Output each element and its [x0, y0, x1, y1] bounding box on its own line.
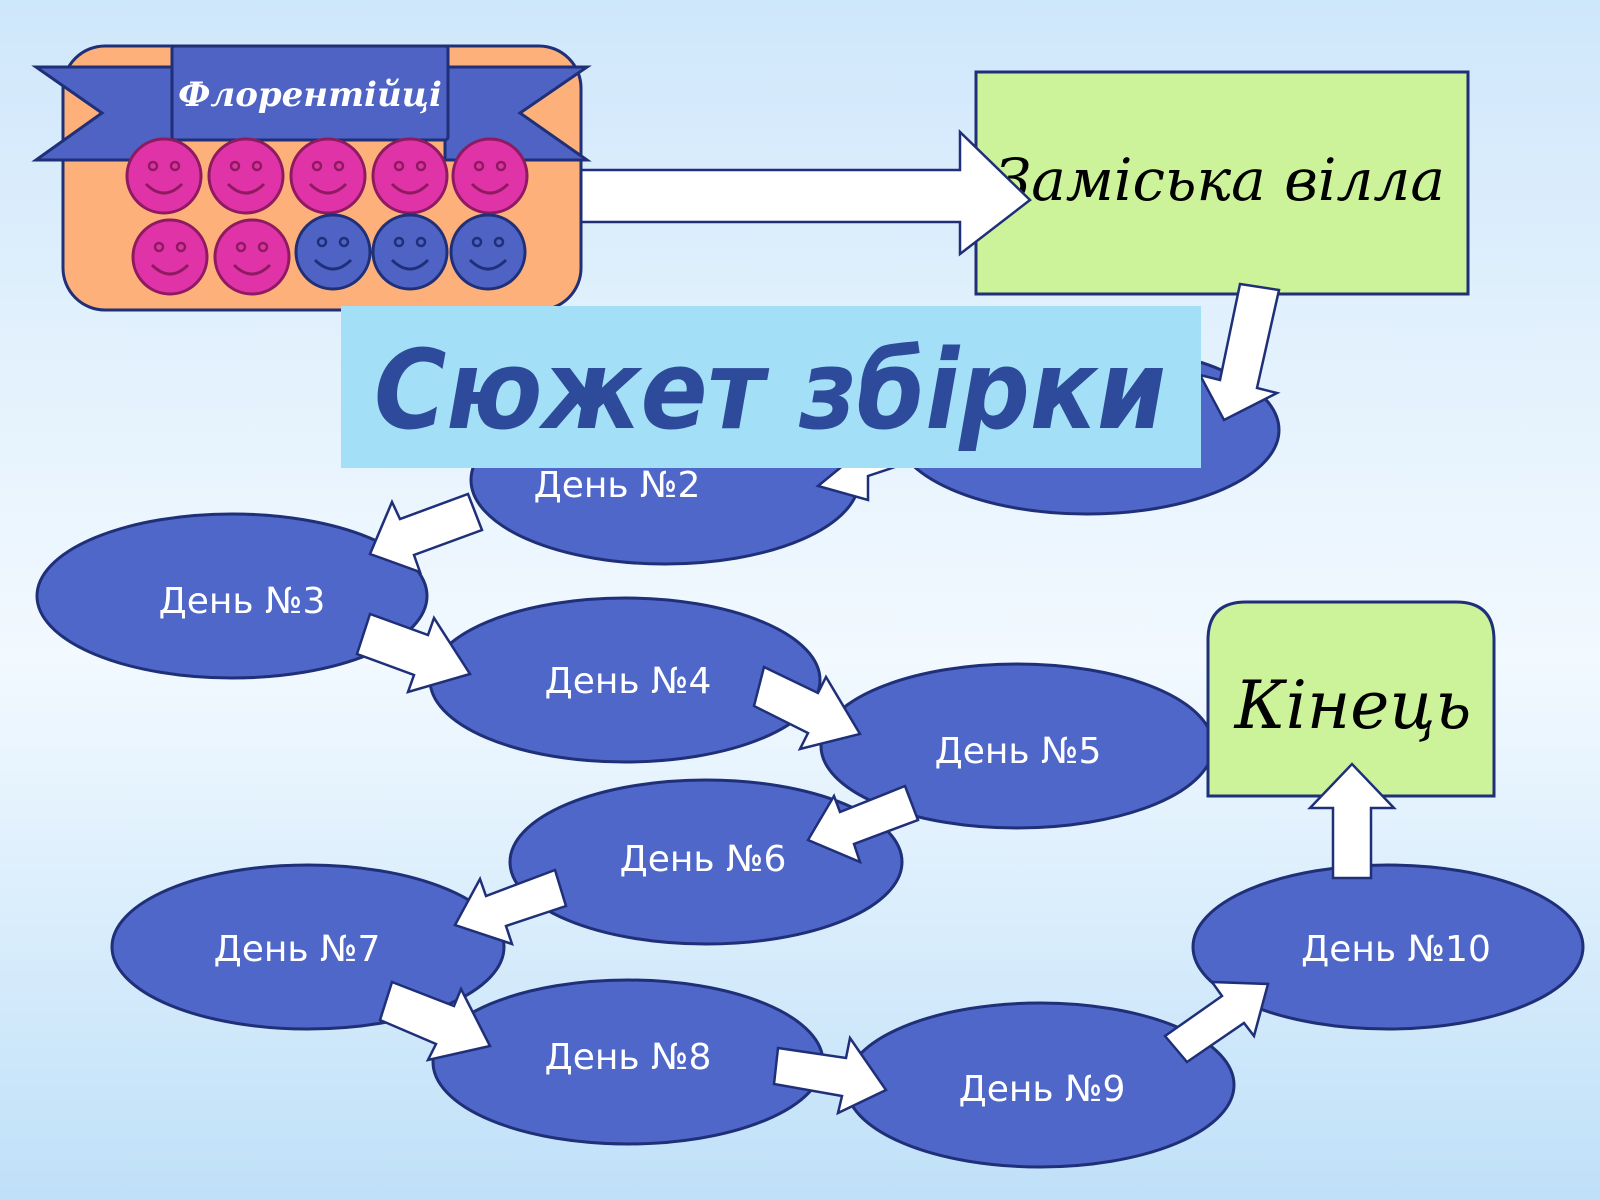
banner-left-tail — [31, 65, 177, 162]
oval-day-8: День №8 — [431, 978, 825, 1146]
villa-box: Заміська вілла — [974, 70, 1470, 296]
woman-face-icon — [207, 137, 285, 215]
day-2-label: День №2 — [534, 465, 701, 506]
arrow-day8-to-day9 — [772, 1034, 888, 1116]
arrow-day4-to-day5 — [752, 665, 862, 751]
villa-label: Заміська вілла — [995, 146, 1445, 214]
arrow-day9-to-day10 — [1163, 980, 1270, 1064]
woman-face-icon — [131, 218, 209, 296]
arrow-villa-to-day1 — [1197, 282, 1281, 422]
man-face-icon — [449, 213, 527, 291]
arrow-group-to-villa — [546, 129, 1032, 257]
arrow-day5-to-day6 — [806, 784, 920, 865]
woman-face-icon — [289, 137, 367, 215]
day-7-label: День №7 — [214, 929, 381, 970]
arrow-day7-to-day8 — [378, 980, 492, 1062]
page-title: Сюжет збірки — [374, 326, 1166, 454]
oval-day-6: День №6 — [508, 778, 904, 946]
day-6-label: День №6 — [620, 839, 787, 880]
day-9-label: День №9 — [959, 1069, 1126, 1110]
day-4-label: День №4 — [545, 661, 712, 702]
arrow-day6-to-day7 — [453, 868, 568, 946]
oval-day-4: День №4 — [428, 596, 822, 764]
oval-day-10: День №10 — [1191, 863, 1585, 1031]
arrow-day10-to-end — [1307, 762, 1397, 880]
woman-face-icon — [451, 137, 529, 215]
end-label: Кінець — [1233, 667, 1472, 744]
man-face-icon — [371, 213, 449, 291]
day-8-label: День №8 — [545, 1037, 712, 1078]
day-10-label: День №10 — [1301, 929, 1491, 970]
title-box: Сюжет збірки — [341, 306, 1201, 468]
banner-right-tail — [443, 65, 592, 162]
woman-face-icon — [371, 137, 449, 215]
woman-face-icon — [125, 137, 203, 215]
banner-label: Флорентійці — [178, 75, 442, 115]
oval-day-3: День №3 — [35, 512, 429, 680]
arrow-day2-to-day3 — [368, 492, 484, 575]
arrow-day3-to-day4 — [355, 612, 472, 694]
oval-day-9: День №9 — [844, 1001, 1236, 1169]
day-3-label: День №3 — [159, 581, 326, 622]
man-face-icon — [294, 213, 372, 291]
day-5-label: День №5 — [935, 731, 1102, 772]
woman-face-icon — [213, 218, 291, 296]
end-box: Кінець — [1206, 600, 1496, 798]
banner — [170, 44, 450, 142]
group-box: Флорентійці — [31, 44, 592, 312]
oval-day-5: День №5 — [819, 662, 1215, 830]
